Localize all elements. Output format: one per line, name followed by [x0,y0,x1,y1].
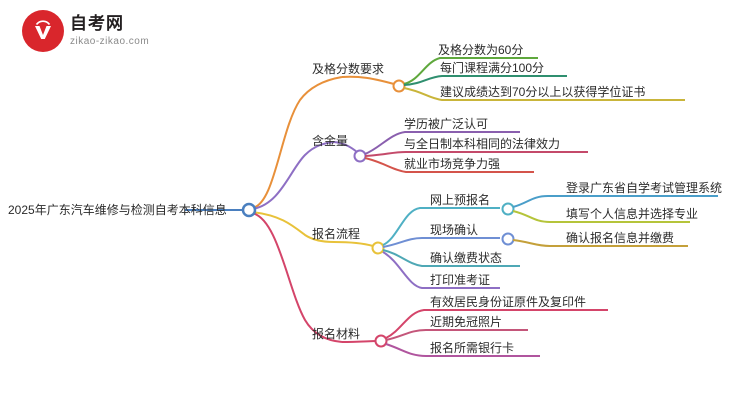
edge-b1-c3 [403,87,685,101]
branch-1-child-label-3[interactable]: 建议成绩达到70分以上以获得学位证书 [440,85,646,99]
branch-3-child-1-sub-label-2[interactable]: 填写个人信息并选择专业 [566,207,699,221]
logo-title: 自考网 [70,14,124,34]
edge-root-to-branch-4 [251,212,343,343]
branch-label-3[interactable]: 报名流程 [312,227,361,241]
edge-branch-3-stem [333,241,374,247]
node-dot-b3-c2[interactable] [501,232,515,246]
branch-3-child-label-3[interactable]: 确认缴费状态 [430,251,503,265]
edge-b3-c3 [382,249,520,267]
branch-1-child-label-2[interactable]: 每门课程满分100分 [440,61,545,75]
edge-root-to-branch-2 [251,141,335,210]
edge-b3-c1-s2 [512,210,690,223]
edge-b2-c3 [364,157,534,173]
edge-b4-c1 [385,309,608,339]
branch-2-child-label-3[interactable]: 就业市场竞争力强 [404,157,501,171]
branch-3-child-label-1[interactable]: 网上预报名 [430,193,491,207]
branch-4-child-label-2[interactable]: 近期免冠照片 [430,315,503,329]
branch-3-child-label-4[interactable]: 打印准考证 [430,273,491,287]
branch-4-child-label-1[interactable]: 有效居民身份证原件及复印件 [430,295,587,309]
edge-branch-2-stem [333,141,358,153]
node-dot-branch-1[interactable] [392,79,406,93]
edge-b3-c4 [382,251,500,289]
edge-b1-c1 [403,57,538,85]
branch-3-child-label-2[interactable]: 现场确认 [430,223,479,237]
branch-3-child-1-sub-label-1[interactable]: 登录广东省自学考试管理系统 [566,181,723,195]
branch-2-child-label-1[interactable]: 学历被广泛认可 [404,117,489,131]
edge-b1-c2 [403,75,567,86]
edge-root-to-branch-3 [251,211,335,243]
node-dot-b3-c1[interactable] [501,202,515,216]
node-dot-root[interactable] [241,202,257,218]
edge-root-to-branch-1 [251,76,343,209]
logo-text: 自考网 zikao-zikao.com [70,14,150,47]
edge-branch-4-stem [341,340,377,343]
edge-b3-c2-s1 [512,239,688,247]
branch-label-2[interactable]: 含金量 [312,134,349,148]
branch-label-1[interactable]: 及格分数要求 [312,62,385,76]
edge-b4-c2 [385,329,528,341]
branch-1-child-label-1[interactable]: 及格分数为60分 [438,43,524,57]
site-logo: 自考网 zikao-zikao.com [22,10,149,52]
node-dot-branch-4[interactable] [374,334,388,348]
branch-4-child-label-3[interactable]: 报名所需银行卡 [430,341,515,355]
edge-b2-c1 [364,131,520,155]
edge-b3-c2 [382,237,500,248]
logo-subtitle: zikao-zikao.com [70,35,150,47]
branch-3-child-2-sub-label-1[interactable]: 确认报名信息并缴费 [566,231,675,245]
edge-branch-1-stem [341,75,395,85]
node-dot-branch-3[interactable] [371,241,385,255]
mindmap-root-label[interactable]: 2025年广东汽车维修与检测自考本科信息 [8,203,227,217]
edge-b3-c1 [382,207,500,246]
red-circle-logo-icon [22,10,64,52]
branch-label-4[interactable]: 报名材料 [312,327,361,341]
edge-b2-c2 [364,151,588,157]
edge-b3-c1-s1 [512,195,718,208]
edge-b4-c3 [385,343,540,357]
branch-2-child-label-2[interactable]: 与全日制本科相同的法律效力 [404,137,561,151]
